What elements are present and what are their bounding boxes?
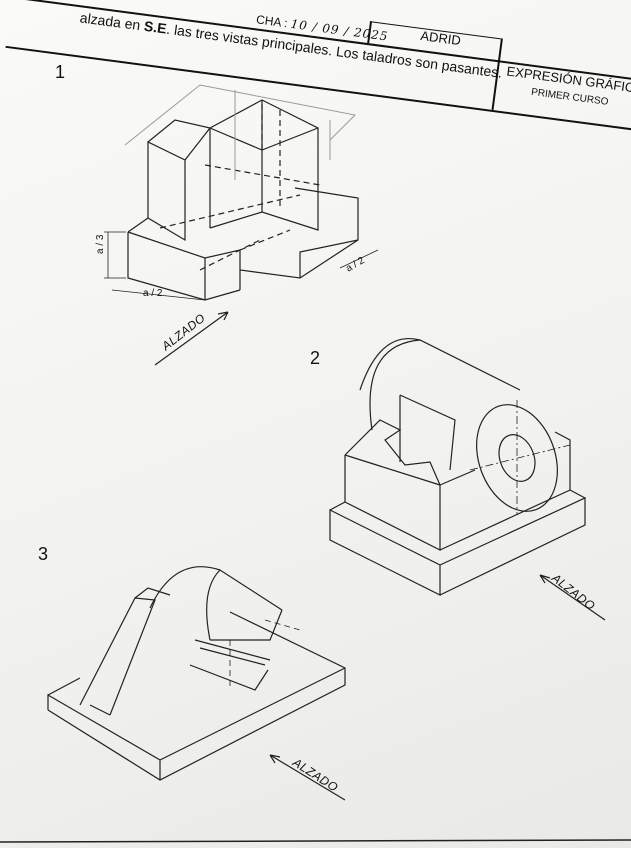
figure-3-isometric [47, 566, 346, 781]
dimension-a2-front: a / 2 [143, 288, 163, 299]
figure-1-isometric [104, 84, 379, 301]
exercise-number-2: 2 [310, 348, 321, 368]
exercise-number-3: 3 [38, 544, 49, 564]
dimension-a3: a / 3 [95, 234, 106, 254]
dimension-a2-side: a / 2 [344, 255, 367, 274]
figure-2-isometric [329, 338, 586, 596]
alzado-arrow-2 [539, 574, 606, 621]
alzado-arrow-3 [269, 754, 346, 801]
alzado-arrow-1 [154, 311, 229, 366]
exercise-number-1: 1 [55, 62, 66, 82]
bottom-border [0, 839, 631, 843]
